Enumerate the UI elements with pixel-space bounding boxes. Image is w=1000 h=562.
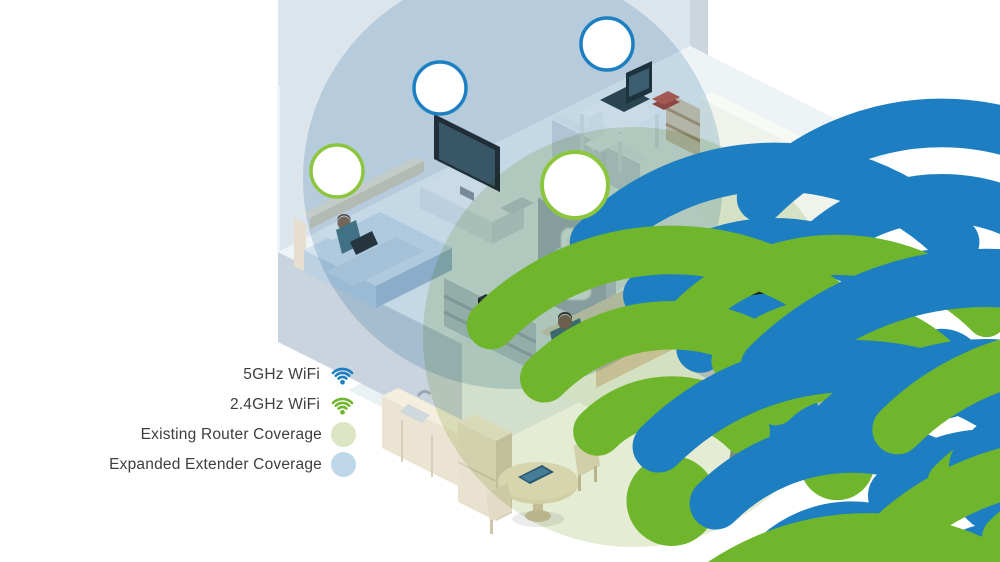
wifi-24ghz-icon [331, 397, 354, 415]
coverage-legend: 5GHz WiFi 2.4GHz WiFi Existing Router Co… [48, 362, 356, 477]
extender-coverage-swatch-icon [331, 452, 356, 477]
badge-desk-5ghz-icon [579, 16, 1000, 421]
badge-bedroom-24ghz-icon [309, 143, 854, 548]
router-coverage-swatch-icon [331, 422, 356, 447]
legend-label-router-coverage: Existing Router Coverage [140, 425, 322, 443]
legend-row-router-coverage: Existing Router Coverage [141, 422, 356, 447]
legend-row-5ghz: 5GHz WiFi [243, 362, 356, 387]
badge-extender-dual-icon [540, 150, 1000, 562]
office-side-wall [690, 0, 708, 55]
legend-label-24ghz: 2.4GHz WiFi [229, 395, 320, 413]
legend-label-5ghz: 5GHz WiFi [243, 365, 320, 383]
west-wall [278, 252, 462, 434]
badge-tv-5ghz-icon [412, 60, 957, 465]
faucet [416, 389, 432, 397]
legend-label-extender-coverage: Expanded Extender Coverage [109, 455, 322, 473]
legend-row-extender-coverage: Expanded Extender Coverage [109, 452, 356, 477]
wifi-5ghz-icon [331, 367, 354, 385]
legend-row-24ghz: 2.4GHz WiFi [230, 392, 356, 417]
signal-badges [309, 16, 1000, 562]
kitchen-sink [400, 404, 430, 423]
